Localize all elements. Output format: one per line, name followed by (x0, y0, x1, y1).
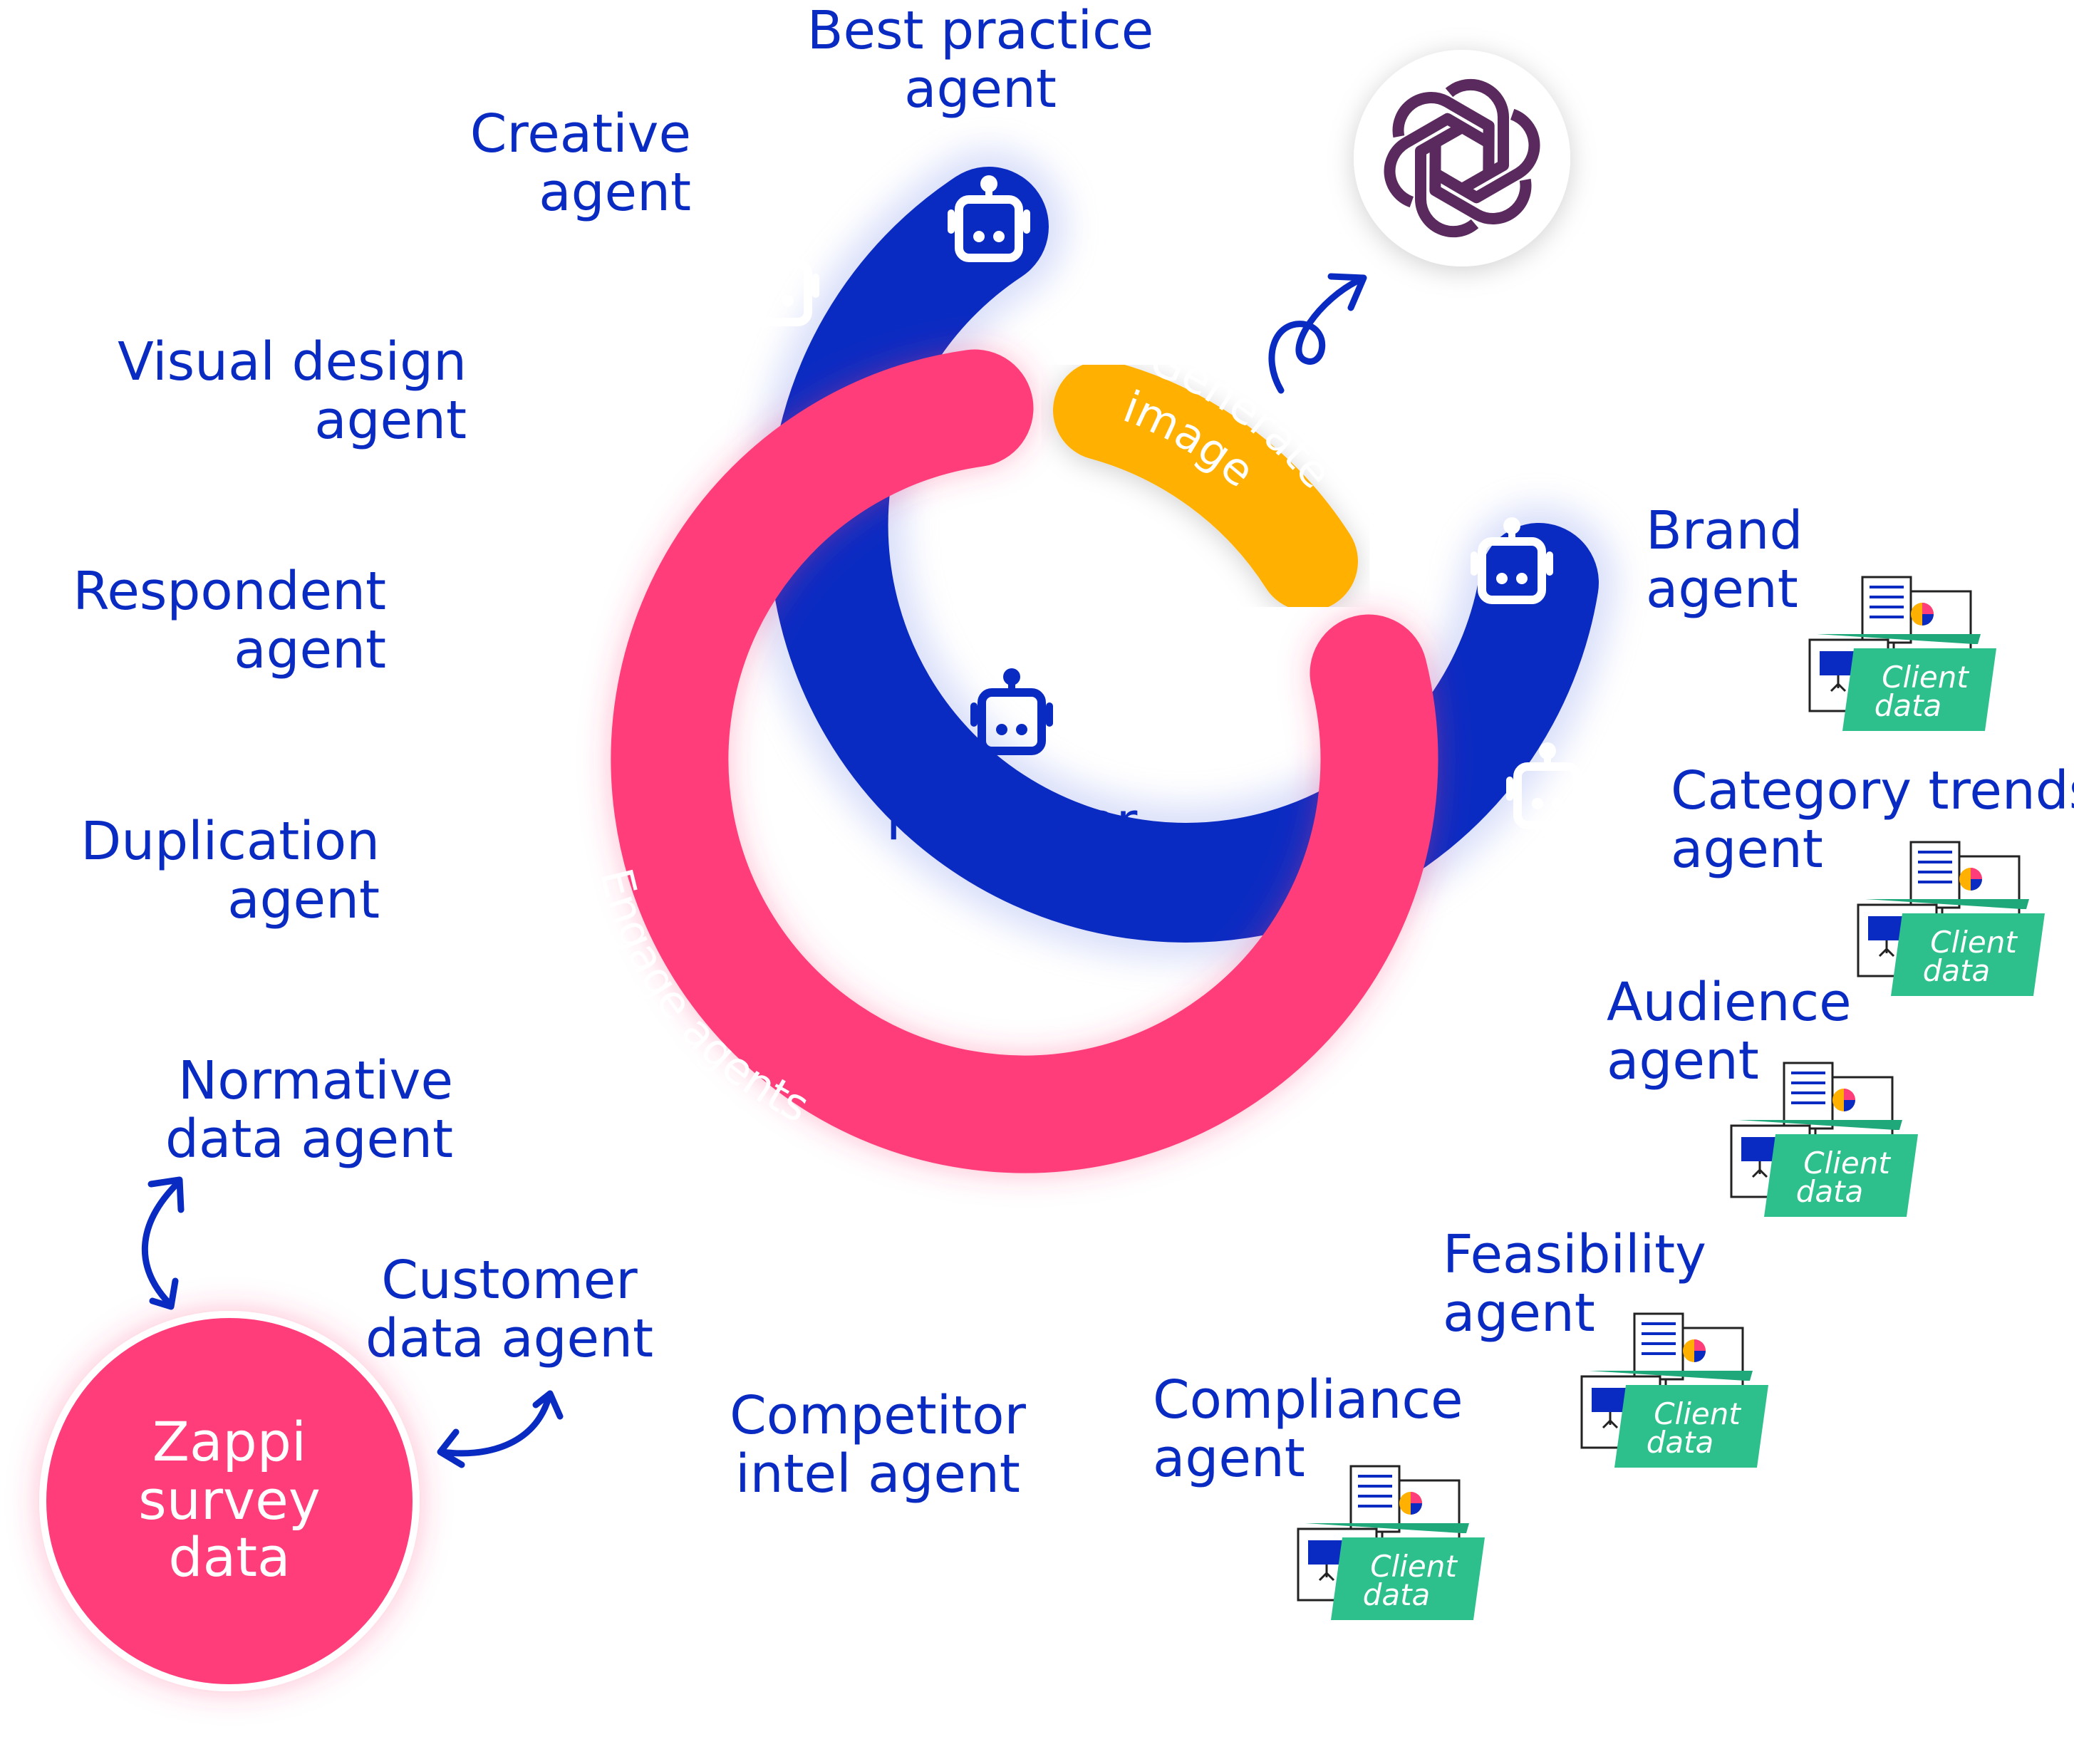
robot-icon (737, 239, 819, 322)
robot-icon (1083, 1218, 1166, 1301)
generate-image-ring (1053, 360, 1358, 611)
svg-text:data: data (1363, 1577, 1431, 1612)
client-data-folder: Client data (1857, 841, 2046, 997)
svg-text:data: data (1796, 1174, 1864, 1209)
robot-icon (470, 554, 553, 637)
robot-icon (648, 1116, 731, 1198)
openai-logo-icon (1384, 78, 1540, 238)
svg-text:data: data (1647, 1425, 1714, 1460)
zappi-survey-data-circle (39, 1311, 420, 1691)
svg-text:data: data (1923, 953, 1991, 988)
robot-icon (516, 953, 598, 1036)
svg-text:data: data (1875, 688, 1942, 723)
double-arrow-icon (437, 1390, 564, 1468)
client-data-folder: Client data (1580, 1312, 1770, 1469)
client-data-folder: Client data (1297, 1465, 1486, 1622)
robot-icon (970, 668, 1053, 751)
client-data-folder: Client data (1730, 1062, 1919, 1218)
svg-text:Client: Client (1930, 925, 2018, 960)
client-data-folder: Client data (1808, 576, 1998, 732)
engage-agents-ring (611, 349, 1438, 1173)
svg-text:Client: Client (1654, 1396, 1741, 1431)
robot-icon (1297, 1119, 1379, 1201)
svg-text:Client: Client (1882, 660, 1969, 695)
robot-icon (459, 758, 541, 841)
double-arrow-icon (141, 1176, 185, 1310)
robot-icon (1442, 953, 1525, 1036)
svg-text:Client: Client (1803, 1146, 1891, 1181)
curved-arrow-icon (1268, 273, 1367, 394)
facilitator-label: Facilitator (886, 792, 1138, 851)
robot-icon (844, 1217, 926, 1299)
svg-text:Client: Client (1370, 1549, 1458, 1584)
robot-icon (567, 369, 650, 452)
